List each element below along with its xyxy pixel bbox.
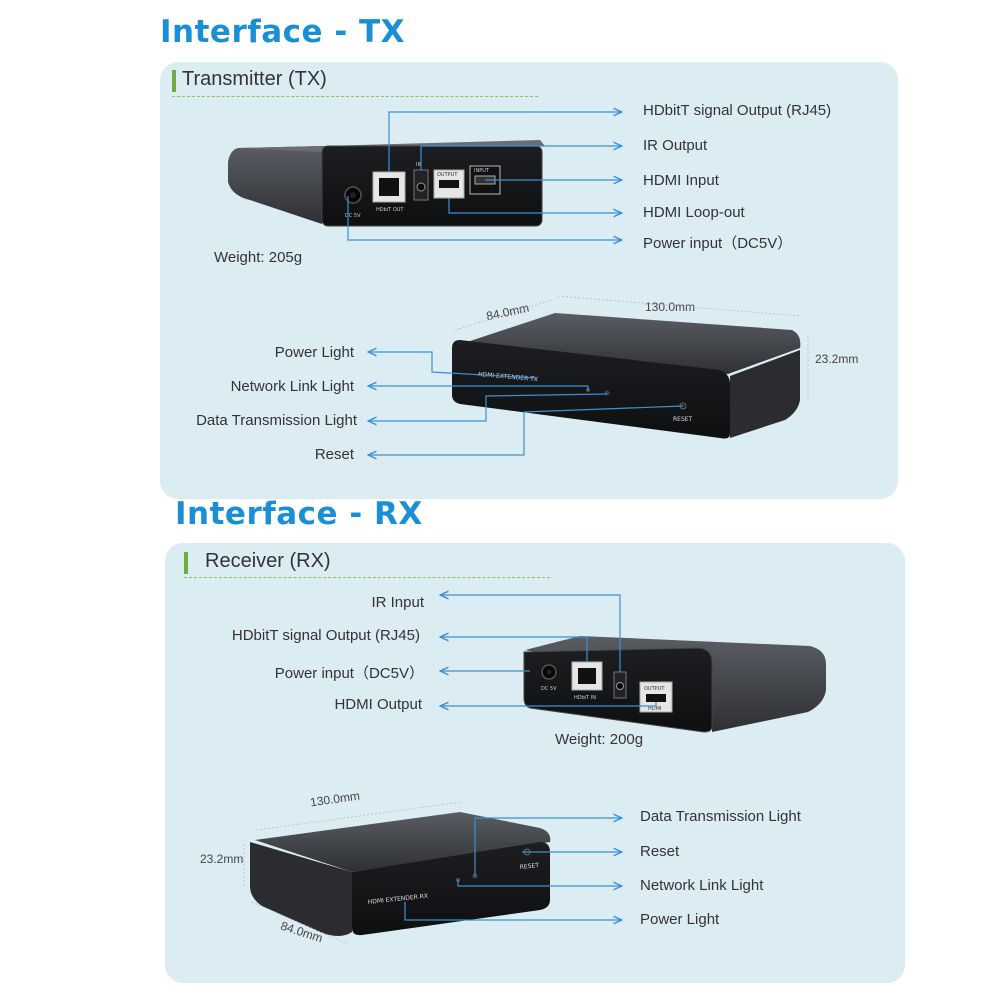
rx-line-network-light (457, 880, 622, 886)
tx-rear-device: DC 5V HDbiT OUT IR OUTPUT INPUT (228, 140, 545, 227)
rx-rear-connectors (440, 595, 657, 706)
rx-label-ir-input: IR Input (371, 594, 424, 611)
tx-line-data-light (368, 393, 608, 421)
rx-line-data-light (474, 818, 622, 876)
tx-panel-title: Transmitter (TX) (182, 68, 327, 90)
tx-line-reset (368, 405, 684, 455)
rx-hdmi-out-label: OUTPUT (644, 686, 665, 692)
tx-rear-connectors (347, 112, 622, 240)
rx-label-network-link-light: Network Link Light (640, 877, 764, 894)
tx-line-power (347, 196, 622, 240)
tx-reset-label: RESET (673, 416, 693, 423)
tx-front-device: HDMI EXTENDER TX RESET (452, 313, 801, 439)
rx-label-power-light: Power Light (640, 911, 720, 928)
rx-dim-lines (243, 801, 463, 945)
rx-line-ir-input (440, 595, 621, 672)
rx-rear-device: DC 5V HDbiT IN OUTPUT HDMI (523, 636, 826, 733)
tx-panel-divider (172, 96, 538, 97)
rx-front-connectors (404, 818, 622, 920)
tx-label-hdmi-loopout: HDMI Loop-out (643, 204, 745, 221)
rx-hdbit-label: HDbiT IN (574, 695, 596, 701)
rx-line-power-light (404, 902, 622, 920)
rx-label-data-transmission-light: Data Transmission Light (640, 808, 801, 825)
rx-panel-marker (184, 552, 188, 574)
rx-label-hdbitt-output: HDbitT signal Output (RJ45) (231, 627, 420, 644)
rx-section-title: Interface - RX (175, 496, 423, 532)
rx-hdmi-label: HDMI (648, 706, 661, 712)
tx-ir-label: IR (416, 162, 421, 168)
rx-label-hdmi-output: HDMI Output (334, 696, 422, 713)
tx-label-ir-output: IR Output (643, 137, 708, 154)
tx-panel-marker (172, 70, 176, 92)
tx-label-data-transmission-light: Data Transmission Light (196, 412, 357, 429)
tx-dim-lines (454, 295, 809, 398)
rx-reset-label: RESET (519, 862, 539, 871)
rx-label-power-input: Power input（DC5V） (274, 665, 424, 682)
rx-dim-height: 23.2mm (200, 852, 244, 866)
tx-line-network-light (368, 386, 589, 390)
tx-weight: Weight: 205g (214, 249, 303, 266)
rx-panel-title: Receiver (RX) (205, 550, 331, 572)
tx-panel (160, 62, 898, 499)
tx-hdbit-label: HDbiT OUT (376, 207, 404, 213)
rx-weight: Weight: 200g (555, 731, 644, 748)
tx-hdmi-in-label: INPUT (474, 168, 490, 174)
tx-label-network-link-light: Network Link Light (230, 378, 354, 395)
rx-line-hdbitt (440, 637, 588, 662)
tx-label-power-light: Power Light (274, 344, 354, 361)
rx-panel-divider (184, 577, 550, 578)
rx-dc-label: DC 5V (541, 686, 557, 692)
tx-dim-width: 130.0mm (645, 300, 696, 314)
rx-label-reset: Reset (640, 843, 680, 860)
rx-front-device: HDMI EXTENDER RX RESET (250, 812, 551, 936)
tx-section-title: Interface - TX (160, 14, 406, 50)
tx-label-power-input: Power input（DC5V） (643, 235, 793, 252)
tx-line-ir (420, 146, 622, 170)
tx-label-reset: Reset (314, 446, 354, 463)
tx-dim-height: 23.2mm (815, 352, 859, 366)
tx-hdmi-out-label: OUTPUT (437, 172, 458, 178)
tx-line-hdmi-loopout (448, 198, 622, 213)
tx-dc-label: DC 5V (345, 213, 361, 219)
tx-front-connectors (368, 352, 684, 455)
rx-line-hdmi-output (440, 702, 657, 706)
tx-label-hdbitt-output: HDbitT signal Output (RJ45) (643, 102, 832, 119)
tx-label-hdmi-input: HDMI Input (643, 172, 719, 189)
tx-line-power-light (368, 352, 537, 379)
tx-line-hdbitt (388, 112, 622, 172)
